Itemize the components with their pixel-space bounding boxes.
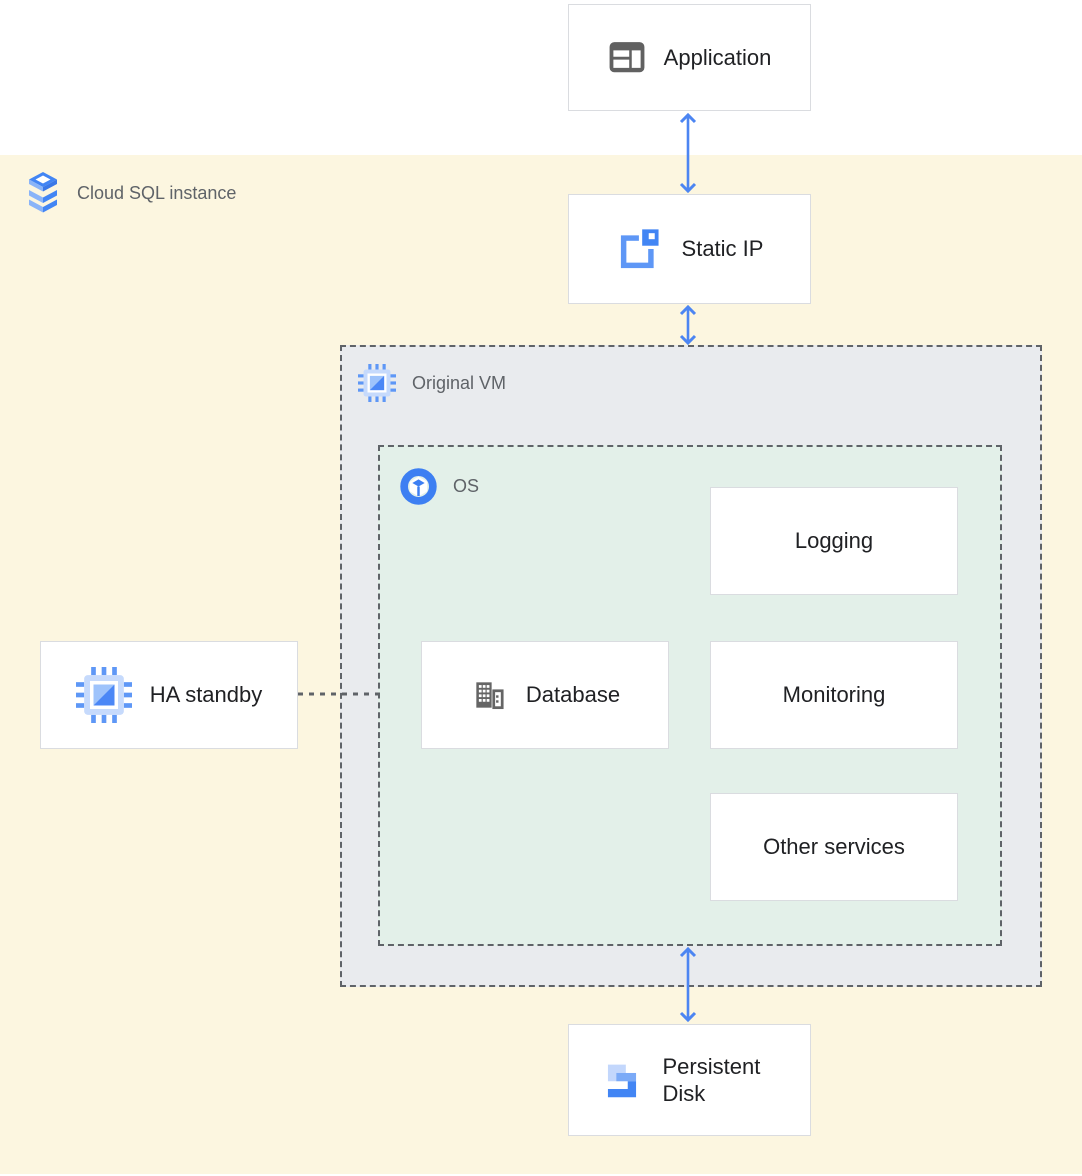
application-node: Application (568, 4, 811, 111)
arrow-staticip-vm (679, 305, 697, 345)
cloud-sql-instance-label: Cloud SQL instance (77, 182, 237, 203)
ha-standby-label: HA standby (149, 682, 263, 707)
other-services-label: Other services (763, 834, 905, 859)
persistent-disk-label: Persistent Disk (662, 1053, 761, 1107)
database-label: Database (525, 682, 621, 707)
persistent-disk-node: Persistent Disk (568, 1024, 811, 1136)
logging-node: Logging (710, 487, 958, 595)
static-ip-label: Static IP (681, 236, 764, 261)
cloud-sql-icon (29, 172, 57, 213)
os-label-group: OS (400, 468, 479, 505)
compute-engine-chip-icon (75, 667, 132, 723)
database-node: Database (421, 641, 669, 749)
other-services-node: Other services (710, 793, 958, 901)
app-window-icon (609, 41, 645, 72)
original-vm-label-group: Original VM (358, 364, 506, 402)
persistent-disk-s-icon (607, 1064, 636, 1098)
os-cube-ring-icon (400, 468, 437, 505)
logging-label: Logging (794, 528, 874, 553)
cloud-sql-instance-label-group: Cloud SQL instance (25, 170, 236, 216)
arrow-application-staticip (679, 112, 697, 194)
application-label: Application (663, 44, 772, 70)
original-vm-label: Original VM (412, 372, 507, 393)
arrow-os-persistentdisk (679, 946, 697, 1023)
static-ip-node: Static IP (568, 194, 811, 304)
external-ip-square-icon (620, 226, 662, 269)
ha-standby-connector (298, 692, 379, 696)
os-label: OS (453, 476, 480, 496)
monitoring-label: Monitoring (782, 682, 886, 707)
monitoring-node: Monitoring (710, 641, 958, 749)
building-icon (476, 682, 504, 710)
compute-engine-chip-icon (358, 364, 396, 402)
ha-standby-node: HA standby (40, 641, 298, 749)
